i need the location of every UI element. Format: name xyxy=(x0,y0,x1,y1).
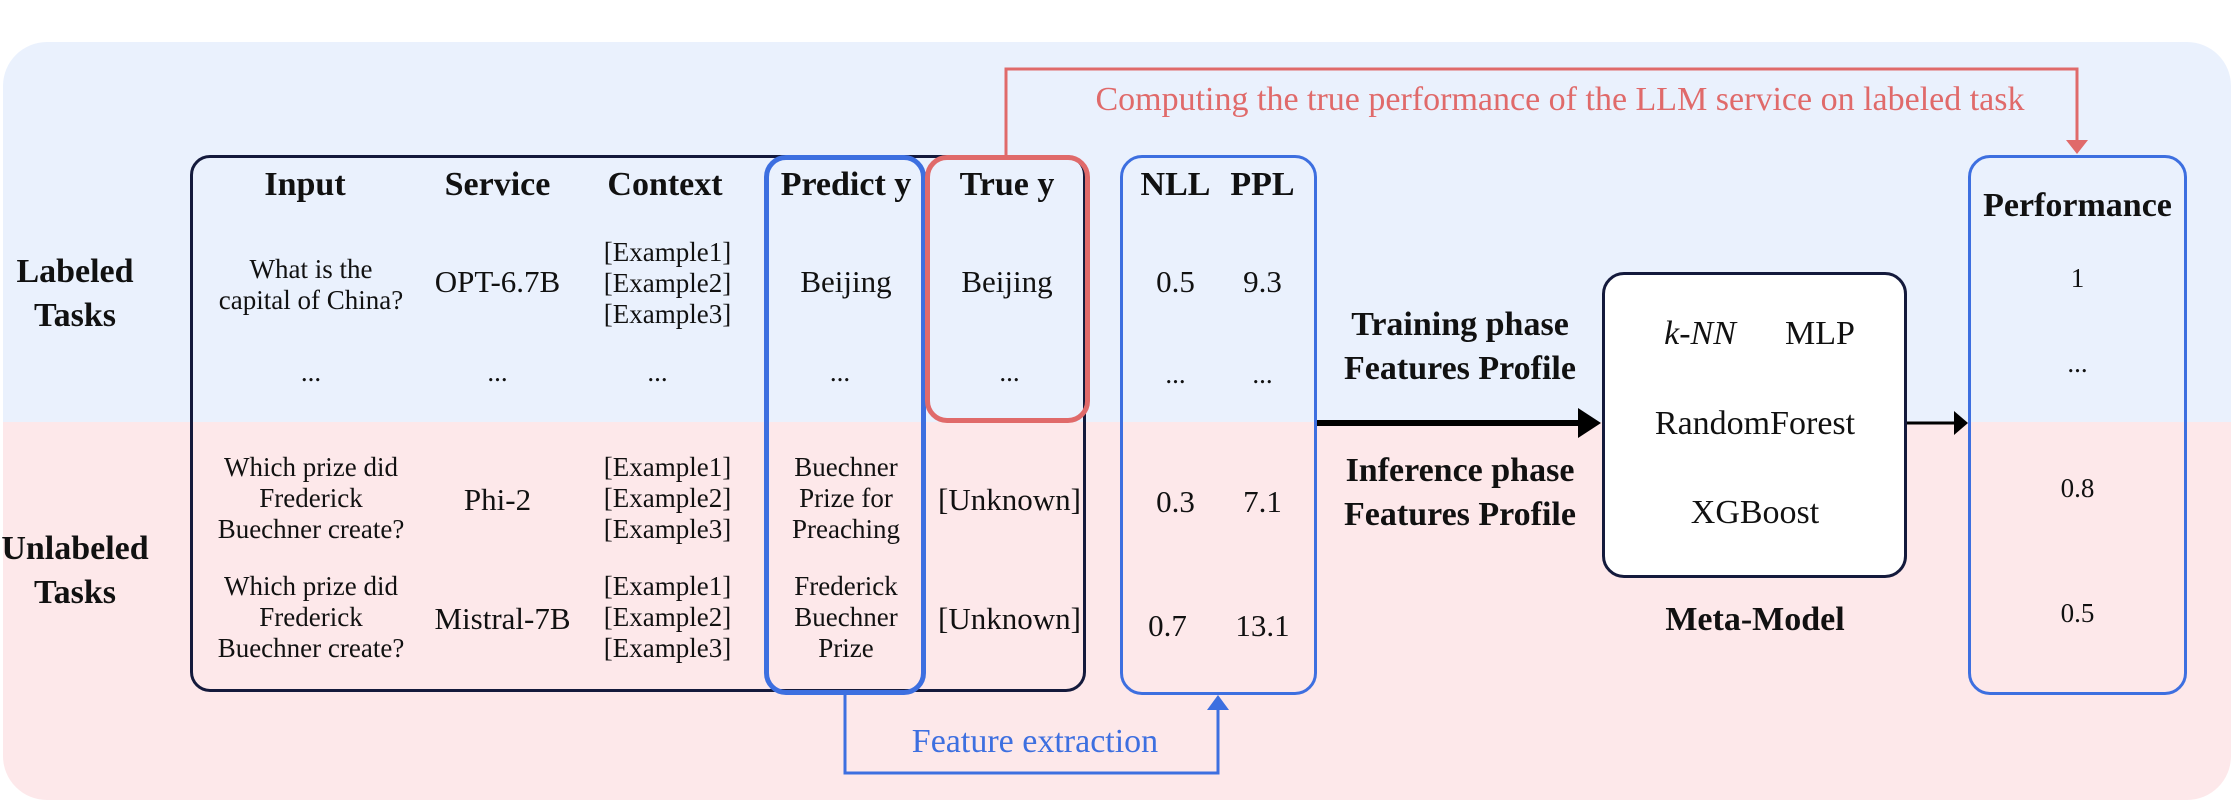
training-to-meta-arrowhead xyxy=(1578,408,1601,438)
cell-predict: Buechner Prize for Preaching xyxy=(792,452,900,544)
header-predict-y: Predict y xyxy=(780,166,912,203)
cell-nll: 0.3 xyxy=(1156,484,1195,519)
cell-predict: ... xyxy=(829,357,851,387)
cell-true: [Unknown] xyxy=(938,601,1081,636)
performance-box xyxy=(1968,155,2187,695)
cell-nll: 0.7 xyxy=(1148,608,1187,643)
cell-ppl: 7.1 xyxy=(1243,484,1282,519)
cell-input: Which prize did Frederick Buechner creat… xyxy=(217,452,405,544)
true-performance-arrowhead xyxy=(2066,140,2088,154)
cell-ppl: 13.1 xyxy=(1235,608,1290,643)
knn-label: k-NN xyxy=(1664,315,1736,352)
header-performance: Performance xyxy=(1983,187,2172,224)
header-ppl: PPL xyxy=(1230,166,1295,203)
labeled-tasks-label: Labeled Tasks xyxy=(16,253,134,334)
cell-context: [Example1] [Example2] [Example3] xyxy=(603,571,732,663)
meta-model-box xyxy=(1602,272,1907,578)
random-forest-label: RandomForest xyxy=(1654,405,1856,442)
header-context: Context xyxy=(607,166,723,203)
xgboost-label: XGBoost xyxy=(1690,494,1820,531)
unlabeled-tasks-label: Unlabeled Tasks xyxy=(1,530,149,611)
cell-true: [Unknown] xyxy=(938,482,1081,517)
true-performance-arrow xyxy=(1004,67,2079,155)
cell-input: What is the capital of China? xyxy=(218,254,404,315)
cell-true: Beijing xyxy=(961,264,1053,299)
mlp-label: MLP xyxy=(1785,315,1855,352)
features-box xyxy=(1120,155,1317,695)
cell-input: ... xyxy=(300,357,322,387)
performance-value: 1 xyxy=(2070,263,2085,293)
cell-nll: 0.5 xyxy=(1156,264,1195,299)
predict-column-box xyxy=(764,155,926,695)
cell-nll: ... xyxy=(1165,359,1186,389)
cell-service: OPT-6.7B xyxy=(434,264,561,299)
task-table-box xyxy=(190,155,1086,692)
cell-context: [Example1] [Example2] [Example3] xyxy=(603,237,732,329)
cell-ppl: ... xyxy=(1252,359,1273,389)
cell-predict: Frederick Buechner Prize xyxy=(794,571,898,663)
cell-context: [Example1] [Example2] [Example3] xyxy=(603,452,732,544)
header-true-y: True y xyxy=(959,166,1055,203)
true-performance-annotation: Computing the true performance of the LL… xyxy=(1095,81,2025,118)
inference-phase-label: Inference phase Features Profile xyxy=(1344,452,1576,533)
header-nll: NLL xyxy=(1140,166,1211,203)
meta-model-title: Meta-Model xyxy=(1665,601,1845,638)
cell-context: ... xyxy=(647,357,668,387)
feature-extraction-annotation: Feature extraction xyxy=(911,723,1159,760)
performance-value: 0.8 xyxy=(2060,473,2095,503)
cell-input: Which prize did Frederick Buechner creat… xyxy=(217,571,405,663)
cell-ppl: 9.3 xyxy=(1243,264,1282,299)
cell-service: ... xyxy=(487,357,508,387)
cell-predict: Beijing xyxy=(800,264,892,299)
feature-extraction-arrow xyxy=(843,695,1220,775)
header-input: Input xyxy=(264,166,346,203)
cell-service: Mistral-7B xyxy=(434,601,571,636)
meta-to-performance-arrowhead xyxy=(1954,411,1968,435)
cell-service: Phi-2 xyxy=(463,482,532,517)
training-phase-label: Training phase Features Profile xyxy=(1344,306,1576,387)
performance-value: 0.5 xyxy=(2060,598,2095,628)
header-service: Service xyxy=(444,166,551,203)
true-column-box xyxy=(925,155,1090,423)
feature-extraction-arrowhead xyxy=(1207,695,1229,710)
performance-value: ... xyxy=(2067,348,2088,378)
cell-true: ... xyxy=(999,357,1020,387)
